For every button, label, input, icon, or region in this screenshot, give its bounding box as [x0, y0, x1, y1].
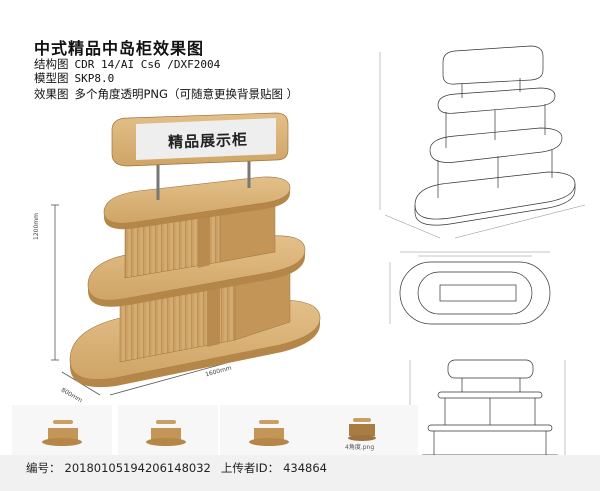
footer-id-label: 编号： — [26, 461, 61, 475]
info-label: 结构图 — [34, 57, 69, 71]
thumbnail-cabinet — [146, 420, 186, 446]
info-value: 多个角度透明PNG（可随意更换背景贴图 ） — [74, 87, 299, 101]
sign-board — [111, 112, 289, 167]
dimension-height — [51, 204, 59, 361]
top-view-drawing — [389, 251, 551, 325]
info-value: SKP8.0 — [74, 72, 115, 85]
footer-uploader-label: 上传者ID： — [220, 461, 280, 475]
page-title: 中式精品中岛柜效果图 — [34, 39, 205, 58]
footer-text: 编号：20180105194206148032 上传者ID：434864 — [26, 460, 327, 476]
info-label: 效果图 — [34, 87, 69, 101]
iso-dimension-lines — [379, 52, 586, 239]
info-line-model: 模型图 SKP8.0 — [34, 71, 114, 86]
thumbnail-cabinet — [42, 420, 82, 446]
footer-id-value: 20180105194206148032 — [64, 461, 211, 475]
iso-line-drawing — [414, 45, 576, 226]
info-line-structure: 结构图 CDR 14/AI Cs6 /DXF2004 — [34, 57, 220, 72]
thumbnail-cabinet — [249, 420, 289, 446]
footer-uploader-value: 434864 — [283, 461, 327, 475]
footer-bar — [0, 455, 600, 491]
top-shelf — [103, 176, 291, 230]
info-label: 模型图 — [34, 71, 69, 85]
thumbnail-label: 4角度.png — [345, 444, 375, 451]
info-line-render: 效果图多个角度透明PNG（可随意更换背景贴图 ） — [34, 87, 298, 101]
thumbnail-cabinet — [348, 418, 376, 441]
info-value: CDR 14/AI Cs6 /DXF2004 — [74, 58, 221, 71]
